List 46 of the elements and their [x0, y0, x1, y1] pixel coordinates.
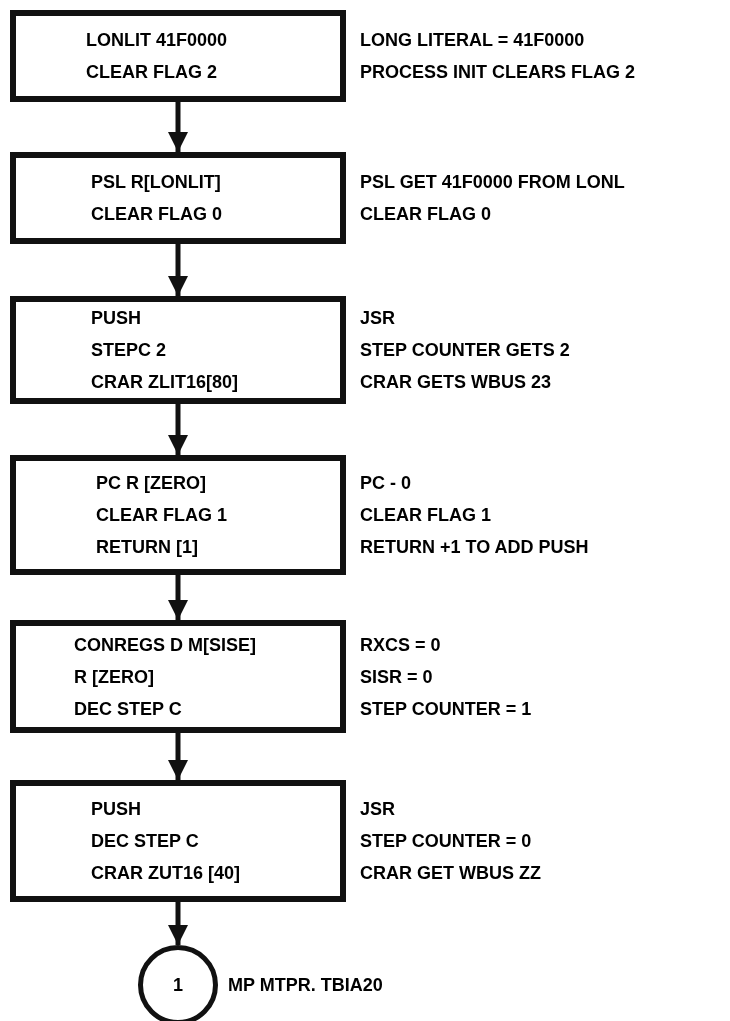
- comment-text: CRAR GET WBUS ZZ: [360, 862, 541, 885]
- instruction-text: CRAR ZUT16 [40]: [91, 862, 242, 885]
- process-box: [10, 780, 346, 902]
- instruction-text: CONREGS D M[SISE]: [74, 633, 257, 657]
- process-box: [10, 620, 346, 733]
- comment-text: RETURN +1 TO ADD PUSH: [360, 536, 589, 559]
- comment-text: LONG LITERAL = 41F0000: [360, 29, 586, 52]
- instruction-text: CLEAR FLAG 0: [91, 203, 223, 226]
- comment-text: RXCS = 0: [360, 633, 442, 657]
- comment-text: STEP COUNTER GETS 2: [360, 339, 570, 362]
- arrow: [168, 575, 188, 620]
- comment-text: STEP COUNTER = 0: [360, 830, 533, 853]
- comment-text: JSR: [360, 798, 396, 821]
- comment-text: PC - 0: [360, 472, 412, 495]
- process-box: [10, 296, 346, 404]
- instruction-text: CRAR ZLIT16[80]: [91, 371, 239, 394]
- comment-text: PROCESS INIT CLEARS FLAG 2: [360, 61, 636, 84]
- comment-text: STEP COUNTER = 1: [360, 697, 532, 721]
- process-box: [10, 10, 346, 102]
- instruction-text: DEC STEP C: [74, 697, 183, 721]
- comment-text: CRAR GETS WBUS 23: [360, 371, 553, 394]
- instruction-text: R [ZERO]: [74, 665, 155, 689]
- instruction-text: RETURN [1]: [96, 536, 199, 559]
- comment-text: MP MTPR. TBIA20: [228, 974, 383, 997]
- comment-text: JSR: [360, 307, 396, 330]
- arrow: [168, 244, 188, 296]
- instruction-text: PC R [ZERO]: [96, 472, 207, 495]
- connector-number: 1: [173, 974, 183, 997]
- arrow: [168, 404, 188, 455]
- comment-text: CLEAR FLAG 1: [360, 504, 492, 527]
- instruction-text: PUSH: [91, 307, 142, 330]
- instruction-text: PUSH: [91, 798, 142, 821]
- comment-text: CLEAR FLAG 0: [360, 203, 492, 226]
- process-box: [10, 455, 346, 575]
- arrow: [168, 102, 188, 152]
- arrow: [168, 733, 188, 780]
- comment-text: SISR = 0: [360, 665, 434, 689]
- instruction-text: DEC STEP C: [91, 830, 200, 853]
- instruction-text: LONLIT 41F0000: [86, 29, 229, 52]
- instruction-text: PSL R[LONLIT]: [91, 171, 222, 194]
- instruction-text: CLEAR FLAG 1: [96, 504, 228, 527]
- comment-text: PSL GET 41F0000 FROM LONL: [360, 171, 625, 194]
- process-box: [10, 152, 346, 244]
- instruction-text: STEPC 2: [91, 339, 168, 362]
- arrow: [168, 902, 188, 945]
- instruction-text: CLEAR FLAG 2: [86, 61, 218, 84]
